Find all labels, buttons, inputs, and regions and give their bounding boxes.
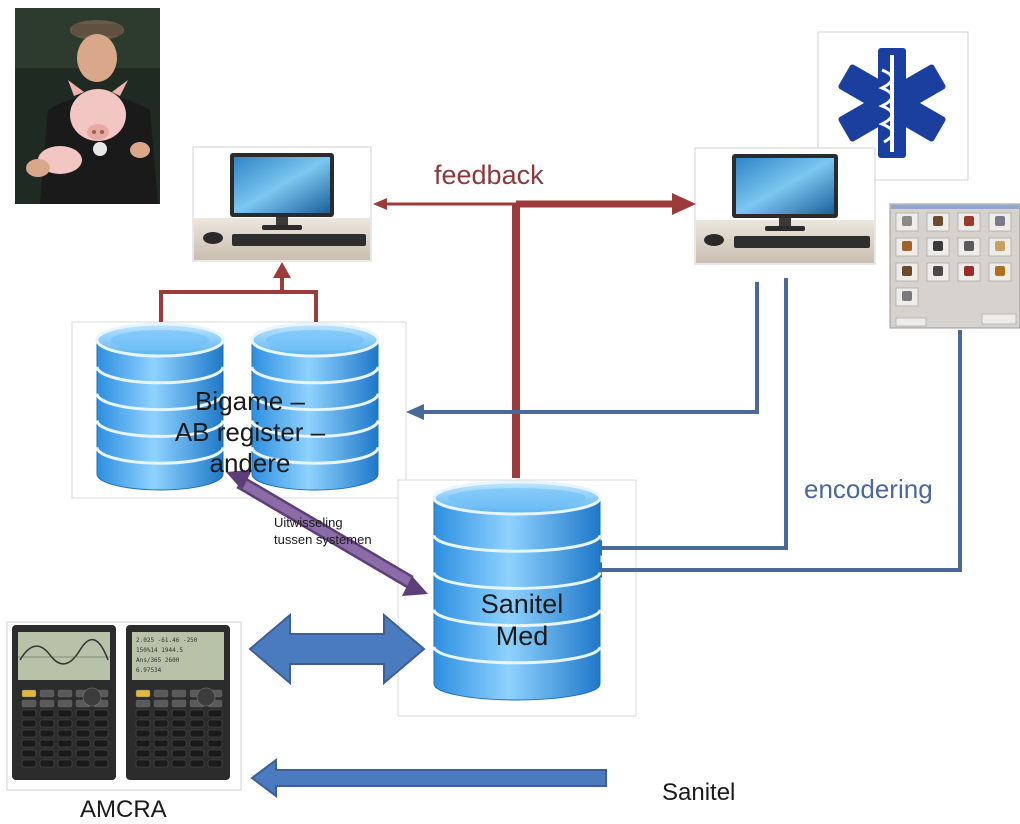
registry-database-1 xyxy=(95,322,225,491)
encoding-label: encodering xyxy=(804,474,933,504)
vet-computer xyxy=(694,147,876,265)
feedback-arrowhead-up xyxy=(273,262,291,278)
star-of-life-icon xyxy=(817,31,969,181)
svg-text:6.97534: 6.97534 xyxy=(136,667,162,674)
feedback-arrowhead-left xyxy=(373,198,387,210)
feedback-arrows xyxy=(159,193,696,478)
medicine-selection-dialog xyxy=(889,203,1020,329)
svg-text:Ans/365 2600: Ans/365 2600 xyxy=(136,657,180,664)
central-db-label-line-1: Sanitel xyxy=(480,589,564,619)
farmer-computer xyxy=(192,146,372,262)
sanitel-label: Sanitel xyxy=(662,779,736,806)
registry-db-label-line-1: Bigame – xyxy=(195,386,305,416)
exchange-label-line-1: Uitwisseling xyxy=(274,515,343,530)
sanitel-med-database xyxy=(432,480,602,701)
amcra-label: AMCRA xyxy=(80,796,167,823)
registry-db-label-line-3: andere xyxy=(209,448,291,479)
arrowhead-to-registry xyxy=(406,404,424,420)
registry-db-label-line-2: AB register – xyxy=(174,417,326,448)
registry-database-2 xyxy=(250,322,380,491)
feedback-label: feedback xyxy=(434,160,544,190)
graphing-calculators: 2.025 -61.46 -250 150%14 1944.5 Ans/365 … xyxy=(6,621,242,791)
registry-db-label: Bigame – AB register – andere xyxy=(150,386,350,480)
exchange-label-line-2: tussen systemen xyxy=(274,531,372,547)
farmer-photo xyxy=(15,8,160,204)
central-db-label-line-2: Med xyxy=(495,621,549,652)
svg-text:2.025 -61.46 -250: 2.025 -61.46 -250 xyxy=(136,637,198,644)
exchange-arrow xyxy=(226,470,428,596)
sanitel-to-amcra-arrow xyxy=(250,758,607,798)
exchange-label: Uitwisseling tussen systemen xyxy=(274,515,372,549)
amcra-sanitel-double-arrow xyxy=(248,612,426,686)
feedback-arrowhead-right xyxy=(672,193,696,215)
data-flow-arrows xyxy=(422,278,962,572)
central-db-label: Sanitel Med xyxy=(462,588,582,653)
svg-text:150%14 1944.5: 150%14 1944.5 xyxy=(136,647,183,654)
